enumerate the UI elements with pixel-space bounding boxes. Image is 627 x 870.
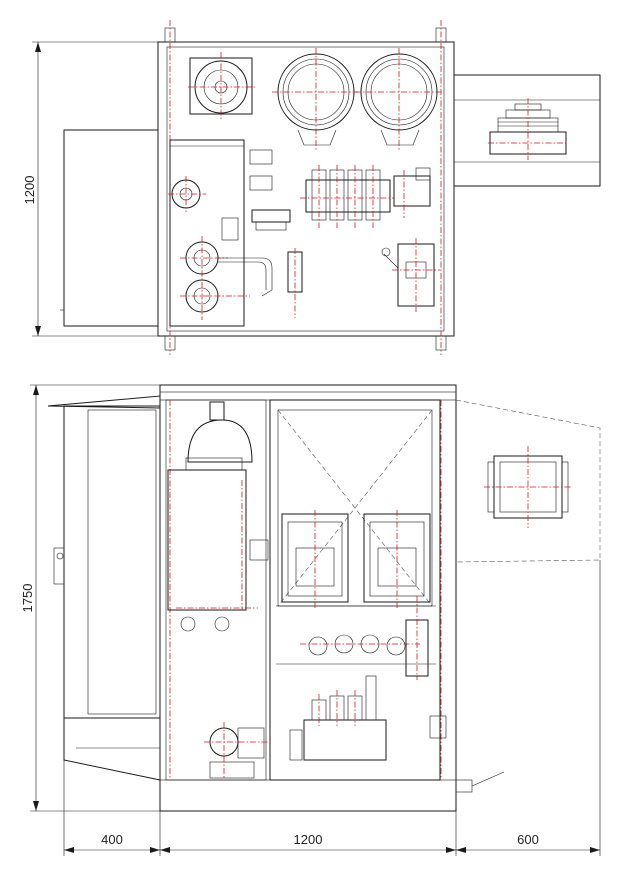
motor-plan-left bbox=[272, 48, 360, 150]
plan-view bbox=[60, 20, 601, 355]
cooler-plan bbox=[488, 98, 568, 160]
elevation-view bbox=[47, 384, 601, 812]
small-pump-elevation bbox=[204, 722, 270, 779]
manifold-elevation bbox=[303, 675, 387, 761]
cooler-elevation bbox=[484, 446, 572, 528]
valve-stack-plan bbox=[300, 165, 431, 228]
elevation-height-label: 1750 bbox=[20, 584, 35, 613]
tank-elevation bbox=[167, 401, 269, 632]
center-width-label: 1200 bbox=[294, 832, 323, 847]
left-width-label: 400 bbox=[101, 832, 123, 847]
motor-elevation-left bbox=[281, 510, 349, 608]
motor-elevation-right bbox=[363, 510, 431, 608]
dimension-elevation-height: 1750 bbox=[20, 384, 160, 812]
motor-plan-right bbox=[355, 48, 443, 150]
tank-plan bbox=[168, 139, 250, 327]
gauge-row bbox=[300, 634, 420, 656]
dimension-widths: 400 1200 600 bbox=[63, 560, 601, 856]
pump-pulley-plan bbox=[188, 52, 256, 120]
right-width-label: 600 bbox=[517, 832, 539, 847]
dimension-plan-depth: 1200 bbox=[22, 41, 158, 337]
plan-depth-label: 1200 bbox=[22, 176, 37, 205]
relief-block-plan bbox=[381, 238, 440, 312]
